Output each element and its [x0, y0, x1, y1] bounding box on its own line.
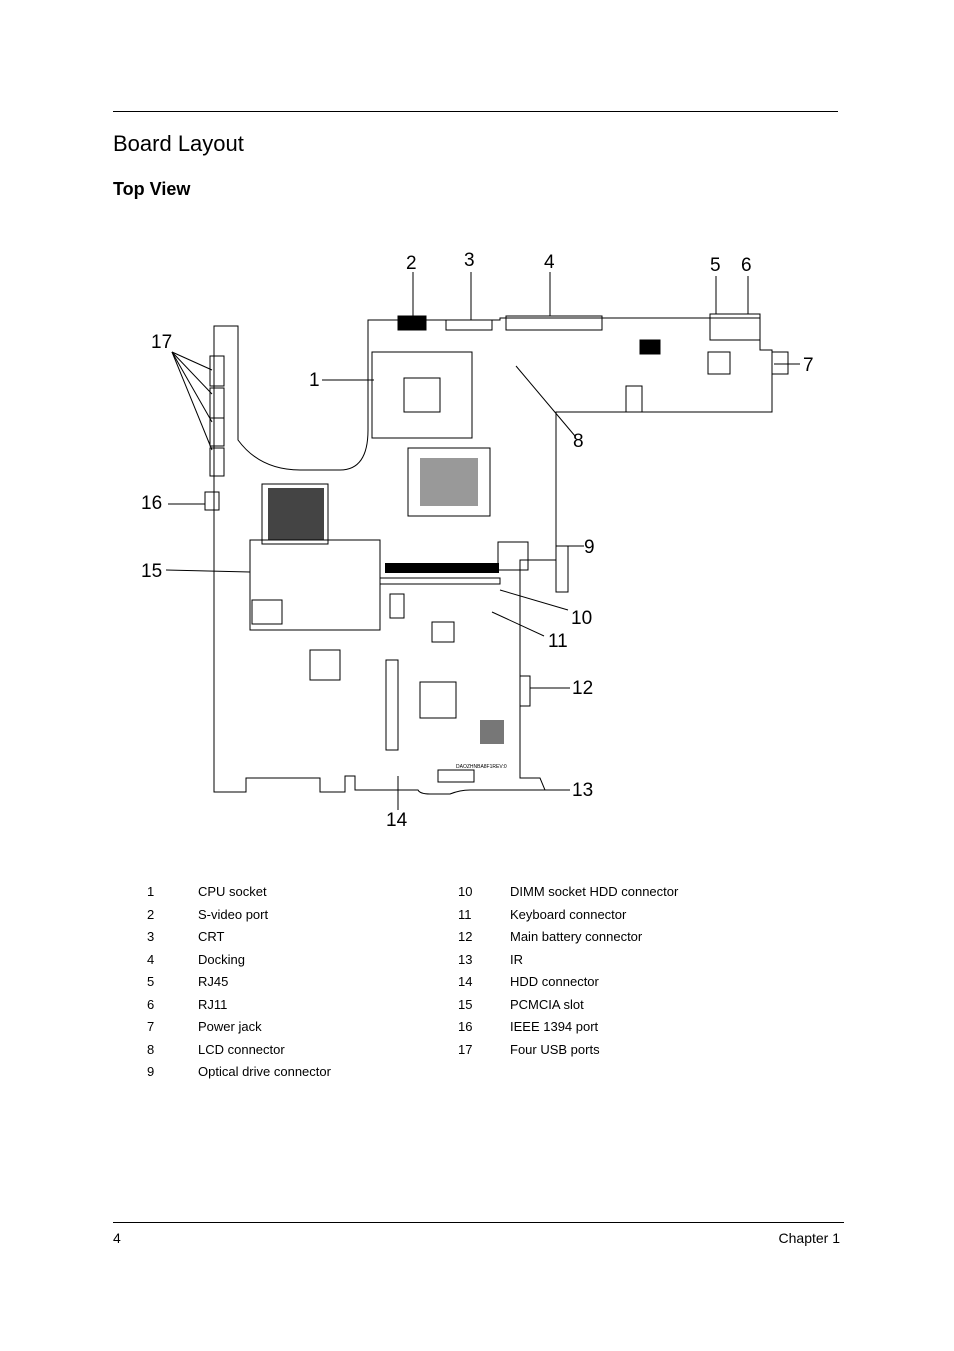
legend-label: Four USB ports	[510, 1041, 600, 1057]
legend-label: IEEE 1394 port	[510, 1019, 599, 1034]
footer-rule	[113, 1222, 844, 1223]
legend-row: 14 HDD connector	[458, 974, 758, 997]
legend-label: RJ45	[198, 974, 229, 989]
legend-label: Optical drive connector	[198, 1064, 331, 1079]
header-rule	[113, 111, 838, 112]
legend-num: 11	[458, 906, 472, 922]
callout-1: 1	[309, 370, 320, 391]
legend-label: Keyboard connector	[510, 906, 627, 922]
callout-16: 16	[141, 493, 163, 514]
callout-15: 15	[141, 561, 163, 582]
legend-num: 13	[458, 951, 473, 967]
legend-num: 9	[147, 1064, 155, 1079]
legend-label: DIMM socket HDD connector	[510, 884, 679, 899]
legend-label: Docking	[198, 951, 245, 967]
legend-num: 17	[458, 1041, 473, 1057]
legend-label: RJ11	[198, 996, 228, 1012]
legend-row: 2 S-video port	[147, 907, 447, 930]
callout-13: 13	[572, 780, 594, 801]
legend-row: 17 Four USB ports	[458, 1042, 758, 1065]
battery-shape	[519, 675, 531, 707]
pcmcia-slot	[249, 539, 381, 631]
northbridge-chip	[407, 447, 491, 517]
legend-label: S-video port	[198, 906, 269, 922]
ieee1394-shape	[204, 491, 220, 511]
legend-row: 6 RJ11	[147, 997, 447, 1020]
callout-8: 8	[573, 431, 584, 452]
callout-3: 3	[464, 250, 475, 271]
board-diagram: DAOZHNBA8F1REV:0	[165, 272, 800, 810]
page-number: 4	[113, 1230, 121, 1246]
legend-row: 8 LCD connector	[147, 1042, 447, 1065]
page-title: Board Layout	[113, 131, 244, 156]
legend-row: 9 Optical drive connector	[147, 1064, 447, 1087]
board-outline	[213, 317, 773, 795]
legend-row: 15 PCMCIA slot	[458, 997, 758, 1020]
legend-num: 3	[147, 929, 155, 944]
legend-num: 5	[147, 974, 155, 989]
legend-num: 14	[458, 974, 473, 989]
legend-row: 1 CPU socket	[147, 884, 447, 907]
legend-num: 2	[147, 906, 155, 922]
legend-num: 7	[147, 1019, 155, 1034]
legend-row: 5 RJ45	[147, 974, 447, 997]
rj-shape	[709, 313, 761, 341]
svideo-shape	[397, 315, 427, 331]
legend-label: LCD connector	[198, 1041, 285, 1057]
legend-row: 12 Main battery connector	[458, 929, 758, 952]
dimm-bar	[385, 563, 499, 573]
optical-shape	[555, 545, 569, 593]
legend-num: 12	[458, 929, 473, 944]
legend-num: 15	[458, 996, 473, 1012]
legend-num: 4	[147, 951, 155, 967]
callout-6: 6	[741, 255, 752, 276]
section-title: Top View	[113, 179, 191, 199]
hdd-connector-shape	[385, 659, 399, 751]
callout-14: 14	[386, 810, 408, 831]
legend-label: CPU socket	[198, 884, 267, 899]
legend-row: 16 IEEE 1394 port	[458, 1019, 758, 1042]
legend-label: CRT	[198, 929, 225, 944]
legend-row: 7 Power jack	[147, 1019, 447, 1042]
legend-num: 6	[147, 996, 155, 1012]
callout-17: 17	[151, 332, 173, 353]
legend-row: 13 IR	[458, 952, 758, 975]
legend-right: 10 DIMM socket HDD connector 11 Keyboard c…	[458, 884, 758, 1064]
heatsink	[261, 483, 329, 545]
crt-shape	[445, 319, 493, 331]
callout-4: 4	[544, 252, 555, 273]
callout-2: 2	[406, 253, 417, 274]
callout-10: 10	[571, 608, 593, 629]
chapter-label: Chapter 1	[778, 1230, 840, 1246]
legend-label: Power jack	[198, 1019, 262, 1034]
callout-11: 11	[548, 631, 568, 652]
legend-row: 11 Keyboard connector	[458, 907, 758, 930]
legend-row: 10 DIMM socket HDD connector	[458, 884, 758, 907]
legend-label: HDD connector	[510, 974, 599, 989]
docking-shape	[505, 315, 603, 331]
legend-label: IR	[510, 951, 523, 967]
callout-7: 7	[803, 355, 814, 376]
board-label: DAOZHNBA8F1REV:0	[456, 764, 507, 770]
callout-5: 5	[710, 255, 721, 276]
legend-num: 8	[147, 1041, 155, 1057]
usb-port-shape	[209, 355, 225, 387]
power-jack-shape	[771, 351, 789, 375]
legend-num: 16	[458, 1019, 473, 1034]
callout-12: 12	[572, 678, 594, 699]
legend-num: 1	[147, 884, 155, 899]
legend-row: 4 Docking	[147, 952, 447, 975]
legend-row: 3 CRT	[147, 929, 447, 952]
cpu-socket	[371, 351, 473, 439]
legend-label: PCMCIA slot	[510, 996, 584, 1012]
legend-label: Main battery connector	[510, 929, 643, 944]
callout-9: 9	[584, 537, 595, 558]
legend-num: 10	[458, 884, 473, 899]
